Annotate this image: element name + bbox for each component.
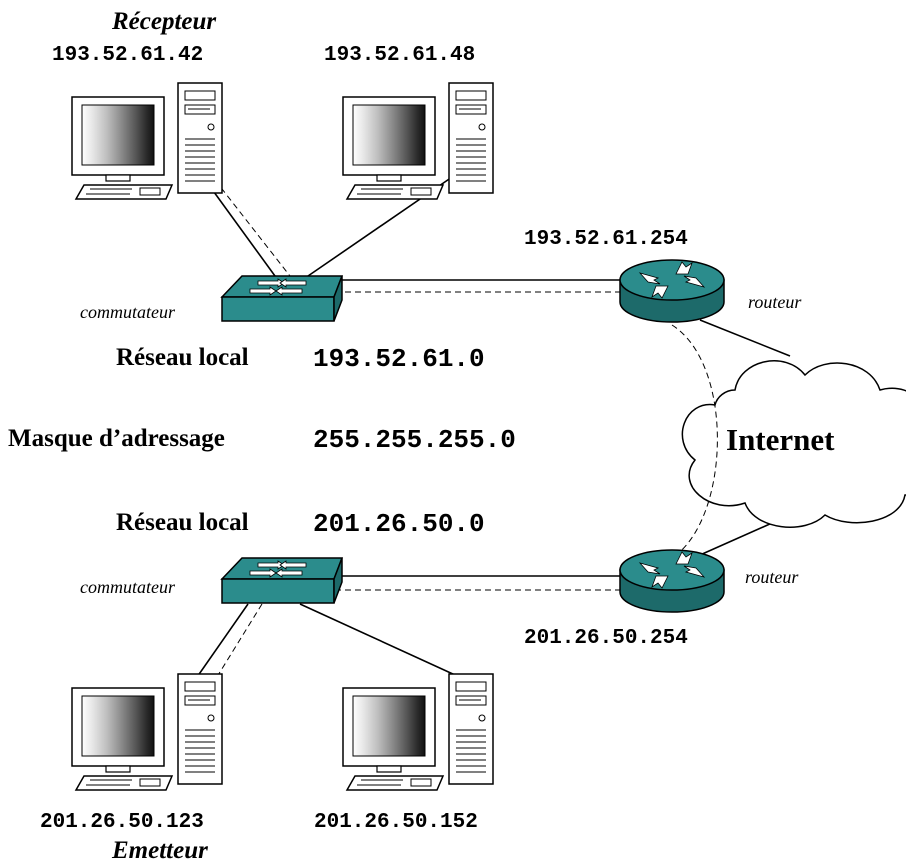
- internet-label: Internet: [726, 422, 835, 457]
- network-top-address: 193.52.61.0: [313, 344, 485, 374]
- path-receiver-switch: [214, 179, 291, 277]
- host-193-48-computer-icon: [342, 82, 494, 200]
- receiver-computer-icon: [71, 82, 223, 200]
- sender-computer-icon: [71, 673, 223, 791]
- mask-label: Masque d’adressage: [8, 425, 225, 452]
- path-through-internet: [671, 324, 718, 559]
- router-top-icon: [619, 259, 725, 323]
- link-switch-sender: [194, 603, 249, 681]
- switch-top-label: commutateur: [80, 302, 175, 322]
- switch-bottom-icon: [221, 557, 343, 604]
- link-switch-host152: [299, 603, 467, 681]
- router-bottom-icon: [619, 549, 725, 613]
- host-201-152-computer-icon: [342, 673, 494, 791]
- host-bottom-right-ip: 201.26.50.152: [314, 811, 478, 834]
- router-bottom-ip: 201.26.50.254: [524, 627, 688, 650]
- mask-value: 255.255.255.0: [313, 425, 516, 455]
- switch-top-icon: [221, 275, 343, 322]
- network-bottom-address: 201.26.50.0: [313, 509, 485, 539]
- host-top-right-ip: 193.52.61.48: [324, 44, 476, 67]
- router-bottom-label: routeur: [745, 567, 799, 587]
- network-top-label: Réseau local: [116, 344, 249, 371]
- sender-role-label: Emetteur: [112, 837, 208, 864]
- sender-ip: 201.26.50.123: [40, 811, 204, 834]
- network-bottom-label: Réseau local: [116, 509, 249, 536]
- receiver-ip: 193.52.61.42: [52, 44, 204, 67]
- receiver-role-label: Récepteur: [112, 8, 217, 35]
- router-top-label: routeur: [748, 292, 802, 312]
- path-switch-sender: [211, 603, 263, 686]
- link-router-top-internet: [699, 319, 791, 357]
- router-top-ip: 193.52.61.254: [524, 228, 688, 251]
- switch-bottom-label: commutateur: [80, 577, 175, 597]
